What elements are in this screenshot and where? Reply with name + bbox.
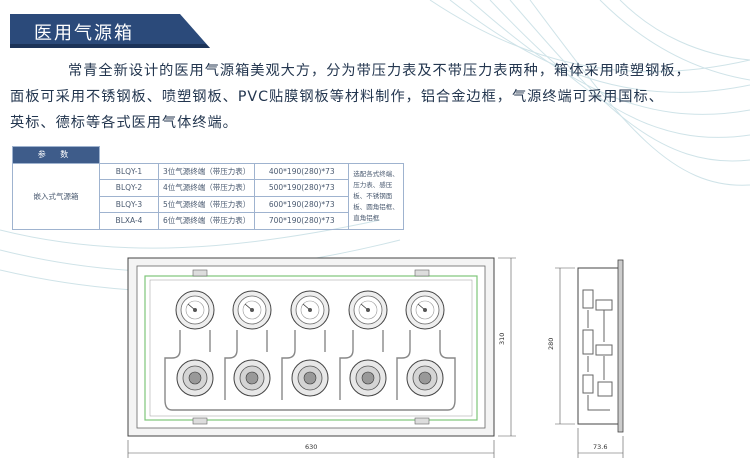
pressure-gauge-icon [232,290,272,330]
spec-table: 参 数 嵌入式气源箱 BLQY-1 3位气源终端（带压力表） 400*190(2… [12,146,405,230]
pressure-gauge-icon [348,290,388,330]
intro-line: 常青全新设计的医用气源箱美观大方，分为带压力表及不带压力表两种，箱体采用喷塑钢板… [68,63,691,79]
side-depth-label: 73.6 [593,443,607,451]
front-dimension-lines [127,257,516,458]
gas-outlet-icon [349,359,387,397]
gas-outlet-icon [176,359,214,397]
intro-paragraph: 常青全新设计的医用气源箱美观大方，分为带压力表及不带压力表两种，箱体采用喷塑钢板… [10,58,748,136]
side-dimension-lines [555,267,624,458]
table-note: 选配各式终端、压力表、感压板、不锈钢面板、圆角铝框、直角铝框 [348,162,405,230]
gas-outlet-icon [233,359,271,397]
table-category: 嵌入式气源箱 [12,162,100,230]
table-desc: 6位气源终端（带压力表） [157,212,256,230]
side-height-label: 280 [547,338,555,350]
gas-outlet-icon [291,359,329,397]
title-banner [10,14,210,48]
front-width-label: 630 [305,443,317,451]
front-view [127,257,495,437]
side-view [577,259,624,433]
table-dim: 700*190(280)*73 [254,212,350,230]
gas-pipes [164,330,456,411]
table-row: BLQY-3 5位气源终端（带压力表） 600*190(280)*73 [13,195,404,213]
gas-outlet-icon [406,359,444,397]
front-height-label: 310 [498,333,506,345]
intro-line: 面板可采用不锈钢板、喷塑钢板、PVC贴膜钢板等材料制作，铝合金边框，气源终端可采… [10,89,664,105]
pressure-gauge-icon [175,290,215,330]
table-header: 参 数 [12,146,100,164]
pressure-gauge-row [175,290,445,330]
page-title: 医用气源箱 [34,23,134,44]
table-row: BLXA-4 6位气源终端（带压力表） 700*190(280)*73 [13,212,404,230]
intro-line: 英标、德标等各式医用气体终端。 [10,115,238,131]
table-row: 嵌入式气源箱 BLQY-1 3位气源终端（带压力表） 400*190(280)*… [12,162,405,230]
pressure-gauge-icon [405,290,445,330]
pressure-gauge-icon [290,290,330,330]
gas-outlet-row [176,359,444,397]
